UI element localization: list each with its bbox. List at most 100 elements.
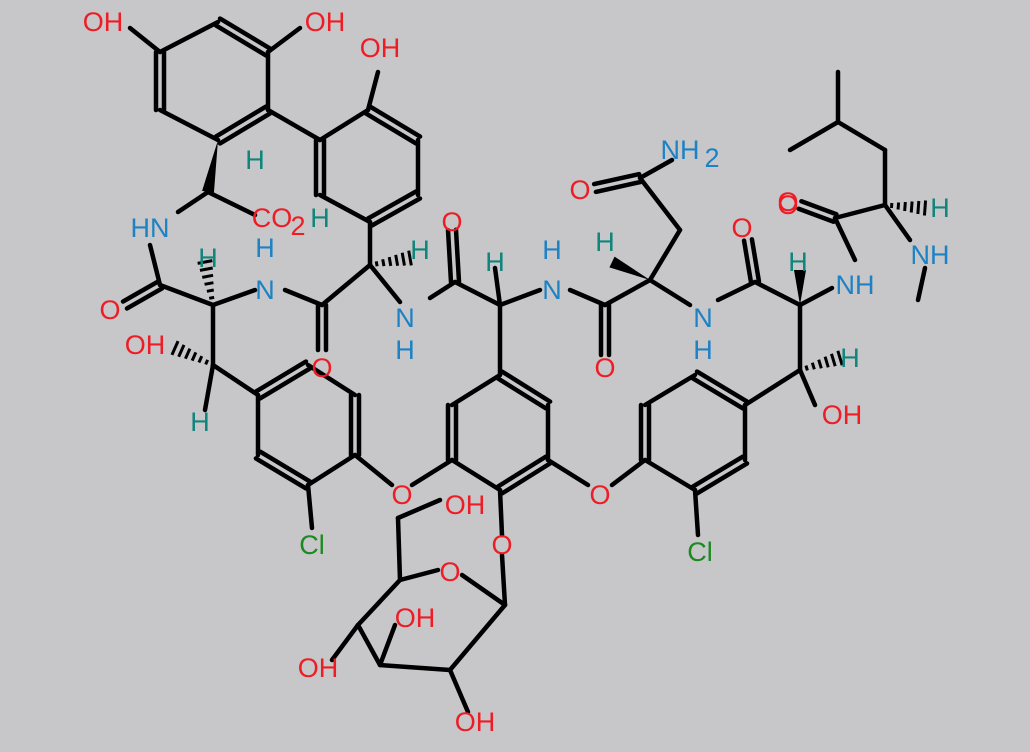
ring-bond [400,570,438,580]
ring-bond [160,22,218,52]
h-label: H [395,335,415,365]
h-label: H [245,145,265,175]
h-label: H [595,227,615,257]
wedge-bond [202,140,218,193]
oh-bond [380,625,395,665]
amide-bond [150,245,160,285]
carbonyl-o-label: O [99,295,120,325]
n-bond [213,290,255,305]
hashed-bond [172,341,208,364]
h-label: H [410,235,430,265]
ether-o-label: O [589,480,610,510]
side-chain-bond [640,178,680,230]
ring-bond [645,460,695,490]
carbonyl-o-label: O [731,213,752,243]
h-bond [205,365,213,410]
oh-bond [800,370,815,405]
n-bond [178,192,208,212]
glyco-bond [502,555,505,605]
ether-bond [548,460,588,485]
carbonyl-o-label: O [311,353,332,383]
side-chain-bond [650,230,680,280]
glyco-bond [500,490,502,535]
n-bond [800,288,832,305]
biaryl-bond [268,110,320,140]
n-bond [370,265,400,302]
side-chain-bond [790,122,838,150]
bonds [123,19,926,712]
ring-bond [160,110,218,140]
aryl-bond [213,365,258,395]
n-label: N [395,303,415,333]
nh-label: NH [911,240,950,270]
nh-label: NH [836,270,875,300]
backbone-bond [835,218,855,260]
co2h-bond [208,192,255,215]
co2h-subscript: 2 [290,211,305,241]
h-label: H [255,233,275,263]
oh-bond [268,28,300,52]
hashed-bond [806,351,842,371]
carbonyl-bond [448,230,451,282]
ether-bond [412,460,452,485]
h-label: H [930,193,950,223]
side-chain-bond [838,122,885,150]
n-label: N [693,303,713,333]
ring-bond [452,375,500,405]
ring-bond [320,110,368,140]
backbone-bond [455,282,500,305]
glycosidic-o-label: O [491,530,512,560]
backbone-bond [605,280,650,305]
h-label: H [485,247,505,277]
carbonyl-bond [744,241,751,283]
backbone-bond [718,282,755,300]
ring-bond [462,575,505,605]
backbone-bond [160,285,213,305]
backbone-bond [835,205,885,218]
h-label: H [542,235,562,265]
ch2-bond [398,518,400,580]
h-label: H [190,407,210,437]
backbone-bond [285,290,322,305]
oh-label: OH [125,330,166,360]
oh-label: OH [360,33,401,63]
carbonyl-o-label: O [777,190,798,220]
ring-o-label: O [439,557,460,587]
n-bond [885,205,910,240]
backbone-bond [322,265,370,305]
h-label: H [310,203,330,233]
h-label: H [693,335,713,365]
oh-label: OH [83,7,124,37]
co2h-label: CO [252,203,293,233]
cl-label: Cl [299,530,325,560]
carbonyl-o-label: O [594,353,615,383]
n-bond [650,280,690,305]
hashed-bond [891,201,925,216]
nh2-subscript: 2 [704,143,719,173]
oh-label: OH [298,653,339,683]
ether-bond [612,460,645,485]
backbone-bond [570,290,605,305]
aryl-bond [745,370,800,405]
ring-bond [452,460,500,490]
nh-label: HN [131,213,170,243]
backbone-bond [755,282,800,305]
n-label: N [255,275,275,305]
wedge-bond [609,257,650,280]
ring-bond [358,580,400,625]
h-label: H [840,343,860,373]
h-label: H [788,247,808,277]
ether-bond [355,455,392,485]
oh-label: OH [445,490,486,520]
methyl-bond [918,268,925,300]
carbonyl-bond [456,230,459,282]
ring-bond [308,455,355,485]
n-label: N [542,275,562,305]
oh-bond [368,72,378,110]
ring-bond [450,605,505,670]
carbonyl-bond [752,239,759,281]
cl-bond [308,485,312,528]
cl-label: Cl [687,537,713,567]
ring-bond [380,665,450,670]
